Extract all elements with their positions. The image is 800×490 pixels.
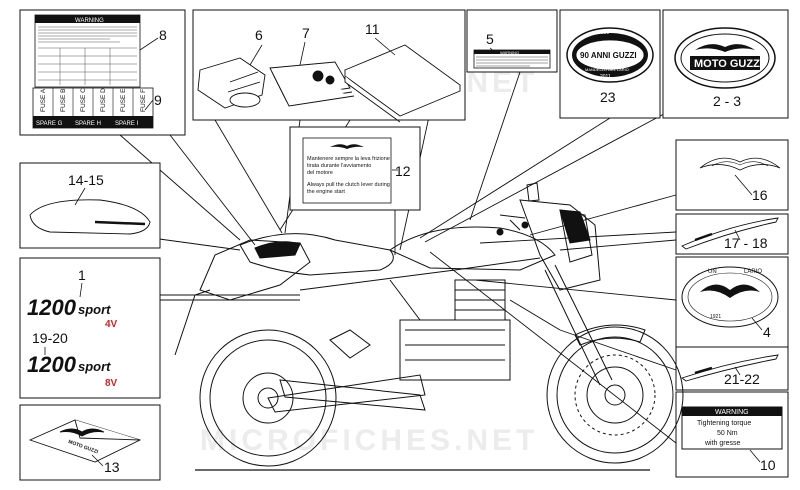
emblem-16-eagle [699,157,781,171]
callout-8: 8 [159,27,167,43]
decal-19-20-model: 1200 [27,352,77,377]
logo-2-3-moto-guzzi: MOTO GUZZI [674,27,776,89]
label-12-it-2: tirata durante l'avviamento [307,163,371,169]
part-14-15-seat-trim [29,199,151,235]
spare-g-label: SPARE G [36,121,63,127]
spare-i-label: SPARE I [115,121,139,127]
callout-17-18: 17 - 18 [724,235,768,251]
label-12-en-2: the engine start [307,189,345,195]
callout-7: 7 [302,25,310,41]
part-17-18-stripe [681,217,779,250]
badge-23-bottom: 2011 [600,74,611,80]
label-12-en-1: Always pull the clutch lever during [307,182,390,188]
fuse-f-label: FUSE F [140,89,147,112]
emblem-4-bottom: 1921 [710,314,721,320]
fuse-c-label: FUSE C [80,88,87,112]
emblem-4-lario: UN LARIO 1921 [681,266,779,328]
callout-11: 11 [365,21,380,37]
callout-5: 5 [486,31,494,47]
label-12-it-1: Mantenere sempre la leva frizione [307,156,390,162]
callout-2-3: 2 - 3 [713,93,741,109]
part-7-booklet [269,61,355,107]
watermark-bottom: MICROFICHES.NET [200,424,538,457]
decal-1-sport: sport [78,302,111,317]
fuse-b-label: FUSE B [60,89,67,112]
inner-pointers [44,37,763,467]
part-13-cover: MOTO GUZZI [28,419,142,463]
label-10-line-3: with gresse [704,440,741,447]
label-10-line-1: Tightening torque [697,420,751,427]
callout-19-20: 19-20 [32,330,68,346]
callout-13: 13 [104,459,120,475]
emblem-4-right: LARIO [744,269,762,275]
decal-19-20-badge: 8V [105,378,118,389]
badge-23-90-anni: 1921 90 ANNI GUZZI MANDELLO DEL LARIO 20… [566,27,654,83]
callout-12: 12 [395,163,411,179]
badge-23-place: MANDELLO DEL LARIO [585,67,629,72]
logo-2-3-text: MOTO GUZZI [694,58,763,70]
part-11-manual [344,44,461,123]
badge-23-text: 90 ANNI GUZZI [580,51,637,60]
label-10-header: WARNING [715,409,749,416]
motorcycle-drawing [174,182,684,471]
fuse-e-label: FUSE E [120,88,127,112]
badge-23-top: 1921 [598,30,609,36]
label-5-warning: WARNING [473,49,551,69]
decal-19-20-sport: sport [78,359,111,374]
callout-23: 23 [600,89,616,105]
decal-1-1200sport-4v: 1200 sport 4V [27,295,118,330]
callout-21-22: 21-22 [724,371,760,387]
label-10-line-2: 50 Nm [717,430,738,437]
label-10-torque: WARNING Tightening torque 50 Nm with gre… [681,406,783,450]
spare-h-label: SPARE H [75,121,101,127]
callout-10: 10 [760,457,776,473]
label-12-it-3: del motore [307,170,333,176]
callout-4: 4 [763,324,771,340]
label-12-clutch: Mantenere sempre la leva frizione tirata… [302,137,392,204]
callout-9: 9 [154,92,162,108]
fuse-d-label: FUSE D [100,88,107,112]
label-9-fuse-sticker: FUSE A FUSE B FUSE C FUSE D FUSE E FUSE … [32,87,154,129]
decal-1-model: 1200 [27,295,77,320]
callout-16: 16 [752,187,768,203]
part-6-illustration [197,57,266,109]
callout-6: 6 [255,27,263,43]
part-21-22-stripe [681,354,779,382]
decal-1-badge: 4V [105,319,118,330]
callout-1: 1 [78,267,86,283]
label-5-header: WARNING [500,50,519,55]
emblem-4-top: UN [708,269,717,275]
fuse-a-label: FUSE A [40,88,47,112]
callout-14-15: 14-15 [68,172,104,188]
label-8-warning-sticker: WARNING [34,14,141,88]
decal-19-20-1200sport-8v: 1200 sport 8V [27,352,118,389]
label-8-header: WARNING [75,18,104,24]
